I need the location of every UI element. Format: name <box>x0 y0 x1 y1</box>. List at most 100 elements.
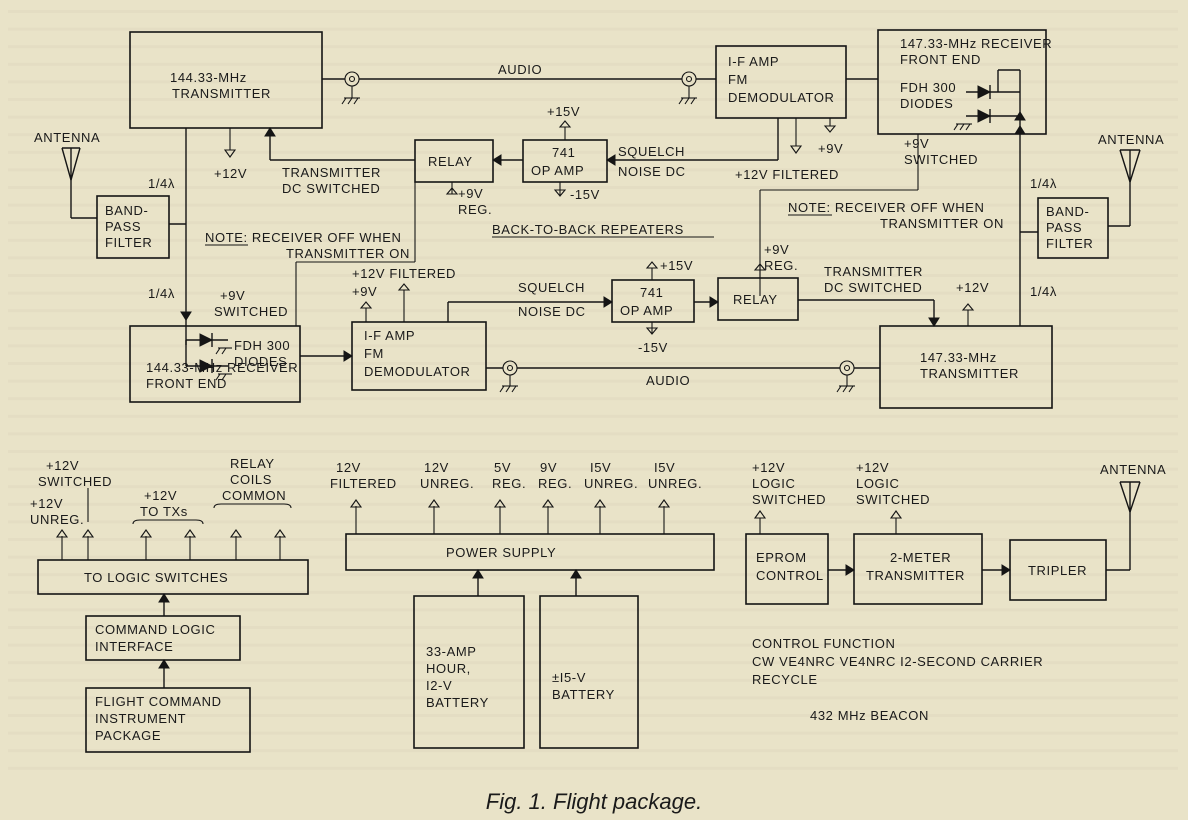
tx-dc-switched-mid-label: DC SWITCHED <box>824 280 922 295</box>
logic-switched-a-label: LOGIC <box>752 476 795 491</box>
to-logic-switches-label: TO LOGIC SWITCHES <box>84 570 228 585</box>
control-function-label: CONTROL FUNCTION <box>752 636 895 651</box>
ps-12v-filtered-label: FILTERED <box>330 476 397 491</box>
battery-33amp-label: HOUR, <box>426 661 471 676</box>
power-supply-box <box>345 533 715 571</box>
minus15-top-label: -15V <box>570 187 600 202</box>
battery-15v-label: ±I5-V <box>552 670 586 685</box>
plus12-unreg-label: UNREG. <box>30 512 84 527</box>
receiver-144-label: FRONT END <box>146 376 227 391</box>
coax-connector-icon <box>341 71 360 105</box>
supply-arrow <box>229 529 243 538</box>
antenna-left-label: ANTENNA <box>34 130 100 145</box>
plus12-filtered-mid-label: +12V FILTERED <box>352 266 456 281</box>
supply-arrow <box>81 529 95 538</box>
plus9-switched-mid-label: +9V <box>220 288 245 303</box>
supply-arrow <box>139 529 153 538</box>
bracket <box>213 503 292 509</box>
op-amp-top-label: OP AMP <box>531 163 584 178</box>
supply-arrow <box>445 187 459 195</box>
coax-connector-icon <box>499 360 518 393</box>
relay-coils-label: RELAY <box>230 456 275 471</box>
plus9-switched-top-label: SWITCHED <box>904 152 978 167</box>
logic-switched-b-label: +12V <box>856 460 889 475</box>
battery-33amp-label: 33-AMP <box>426 644 477 659</box>
if-amp-top-label: FM <box>728 72 748 87</box>
tx-dc-switched-mid-label: TRANSMITTER <box>824 264 923 279</box>
bandpass-filter-left-label: FILTER <box>105 235 152 250</box>
ps-12v-unreg-label: 12V <box>424 460 449 475</box>
relay-mid-label: RELAY <box>733 292 778 307</box>
plus9-reg-mid-label: REG. <box>764 258 798 273</box>
bandpass-filter-left-label: BAND- <box>105 203 148 218</box>
supply-arrow <box>753 263 767 271</box>
eprom-control-label: EPROM <box>756 550 807 565</box>
supply-arrow <box>541 499 555 508</box>
op-amp-mid-label: OP AMP <box>620 303 673 318</box>
bracket <box>132 519 204 525</box>
minus15-mid-label: -15V <box>638 340 668 355</box>
if-amp-top-label: I-F AMP <box>728 54 779 69</box>
logic-switched-b-label: LOGIC <box>856 476 899 491</box>
battery-33amp-label: I2-V <box>426 678 452 693</box>
supply-arrow <box>427 499 441 508</box>
plus12-filtered-top-label: +12V FILTERED <box>735 167 839 182</box>
transmitter-144-box <box>129 31 323 129</box>
receiver-144-box <box>129 325 301 403</box>
supply-arrow <box>273 529 287 538</box>
arrowhead <box>264 127 276 137</box>
arrowhead <box>492 154 502 166</box>
ps-12v-unreg-label: UNREG. <box>420 476 474 491</box>
bandpass-filter-right-label: FILTER <box>1046 236 1093 251</box>
plus12-tx-mid-label: +12V <box>956 280 989 295</box>
note-right-label: NOTE: RECEIVER OFF WHEN <box>788 200 985 215</box>
plus12-to-txs-label: +12V <box>144 488 177 503</box>
ps-15v-unreg-label: UNREG. <box>584 476 638 491</box>
plus12-tx-top-label: +12V <box>214 166 247 181</box>
audio-mid-label: AUDIO <box>646 373 690 388</box>
transmitter-147-label: 147.33-MHz <box>920 350 997 365</box>
if-amp-mid-label: DEMODULATOR <box>364 364 471 379</box>
supply-arrow <box>55 529 69 538</box>
block-diagram: 144.33-MHz TRANSMITTER AUDIO I-F AMP FM … <box>30 29 1166 753</box>
fdh-mid-label: FDH 300 <box>234 338 290 353</box>
eprom-control-label: CONTROL <box>756 568 824 583</box>
arrowhead <box>180 311 192 321</box>
bandpass-filter-left-label: PASS <box>105 219 141 234</box>
power-supply-output-arrows <box>349 499 671 534</box>
arrowhead <box>606 154 616 166</box>
arrowhead <box>603 296 613 308</box>
plus9-reg-top-label: +9V <box>458 186 483 201</box>
ps-15v-unreg-b-label: UNREG. <box>648 476 702 491</box>
audio-label-top: AUDIO <box>498 62 542 77</box>
supply-arrow <box>493 499 507 508</box>
receiver-147-box <box>877 29 1047 135</box>
back-to-back-label: BACK-TO-BACK REPEATERS <box>492 222 684 237</box>
supply-arrow <box>359 301 373 309</box>
arrowhead <box>1001 564 1011 576</box>
squelch-top-label: SQUELCH <box>618 144 685 159</box>
command-logic-label: COMMAND LOGIC <box>95 622 215 637</box>
fdh-top-label: FDH 300 <box>900 80 956 95</box>
relay-coils-label: COILS <box>230 472 272 487</box>
op-amp-mid-box <box>611 279 695 323</box>
arrowhead <box>1014 111 1026 121</box>
plus12-switched-label: +12V <box>46 458 79 473</box>
note-left-label: NOTE: RECEIVER OFF WHEN <box>205 230 402 245</box>
flight-command-label: FLIGHT COMMAND <box>95 694 222 709</box>
quarter-wave-c-label: 1/4λ <box>1030 176 1057 191</box>
op-amp-mid-label: 741 <box>640 285 664 300</box>
bandpass-filter-right-label: BAND- <box>1046 204 1089 219</box>
receiver-144-label: 144.33-MHz RECEIVER <box>146 360 298 375</box>
squelch-mid-label: SQUELCH <box>518 280 585 295</box>
antenna-icon <box>1119 149 1141 226</box>
ps-12v-filtered-label: 12V <box>336 460 361 475</box>
relay-top-label: RELAY <box>428 154 473 169</box>
transmitter-147-label: TRANSMITTER <box>920 366 1019 381</box>
control-function-label: RECYCLE <box>752 672 818 687</box>
if-amp-mid-label: I-F AMP <box>364 328 415 343</box>
logic-switched-a-label: +12V <box>752 460 785 475</box>
battery-15v-label: BATTERY <box>552 687 615 702</box>
squelch-top-label: NOISE DC <box>618 164 686 179</box>
